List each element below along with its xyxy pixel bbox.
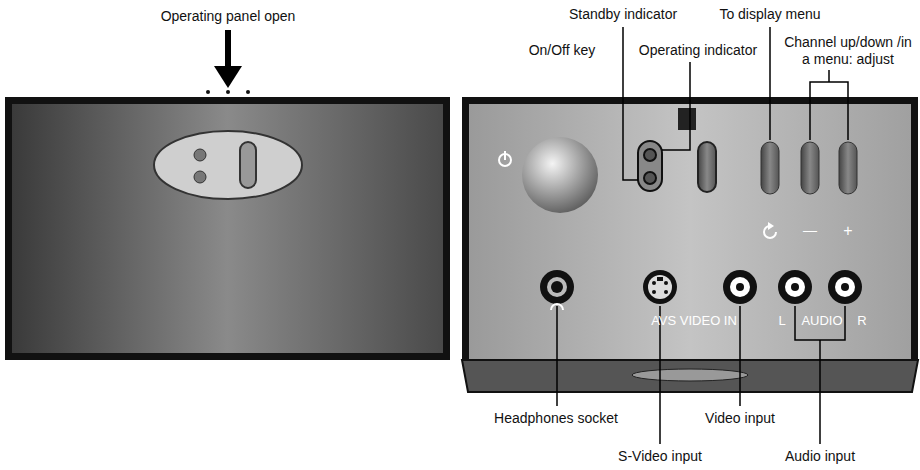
callout-label: On/Off key <box>529 42 596 59</box>
callout-label: + <box>843 222 852 239</box>
callout-label: Standby indicator <box>569 6 677 23</box>
callout-label: — <box>803 222 817 239</box>
callout-label: Audio input <box>785 448 855 465</box>
callout-label: R <box>857 312 866 329</box>
callout-label: AVS VIDEO IN <box>651 312 737 329</box>
callout-label: Channel up/down /in a menu: adjust <box>781 34 915 68</box>
callout-label: Operating panel open <box>161 8 296 25</box>
callout-label: To display menu <box>719 6 820 23</box>
callout-label: AUDIO <box>801 312 842 329</box>
callout-label: Video input <box>705 410 775 427</box>
callout-label: L <box>778 312 785 329</box>
callout-label: Headphones socket <box>494 410 618 427</box>
callout-label: S-Video input <box>618 448 702 465</box>
callout-label: Operating indicator <box>639 42 757 59</box>
